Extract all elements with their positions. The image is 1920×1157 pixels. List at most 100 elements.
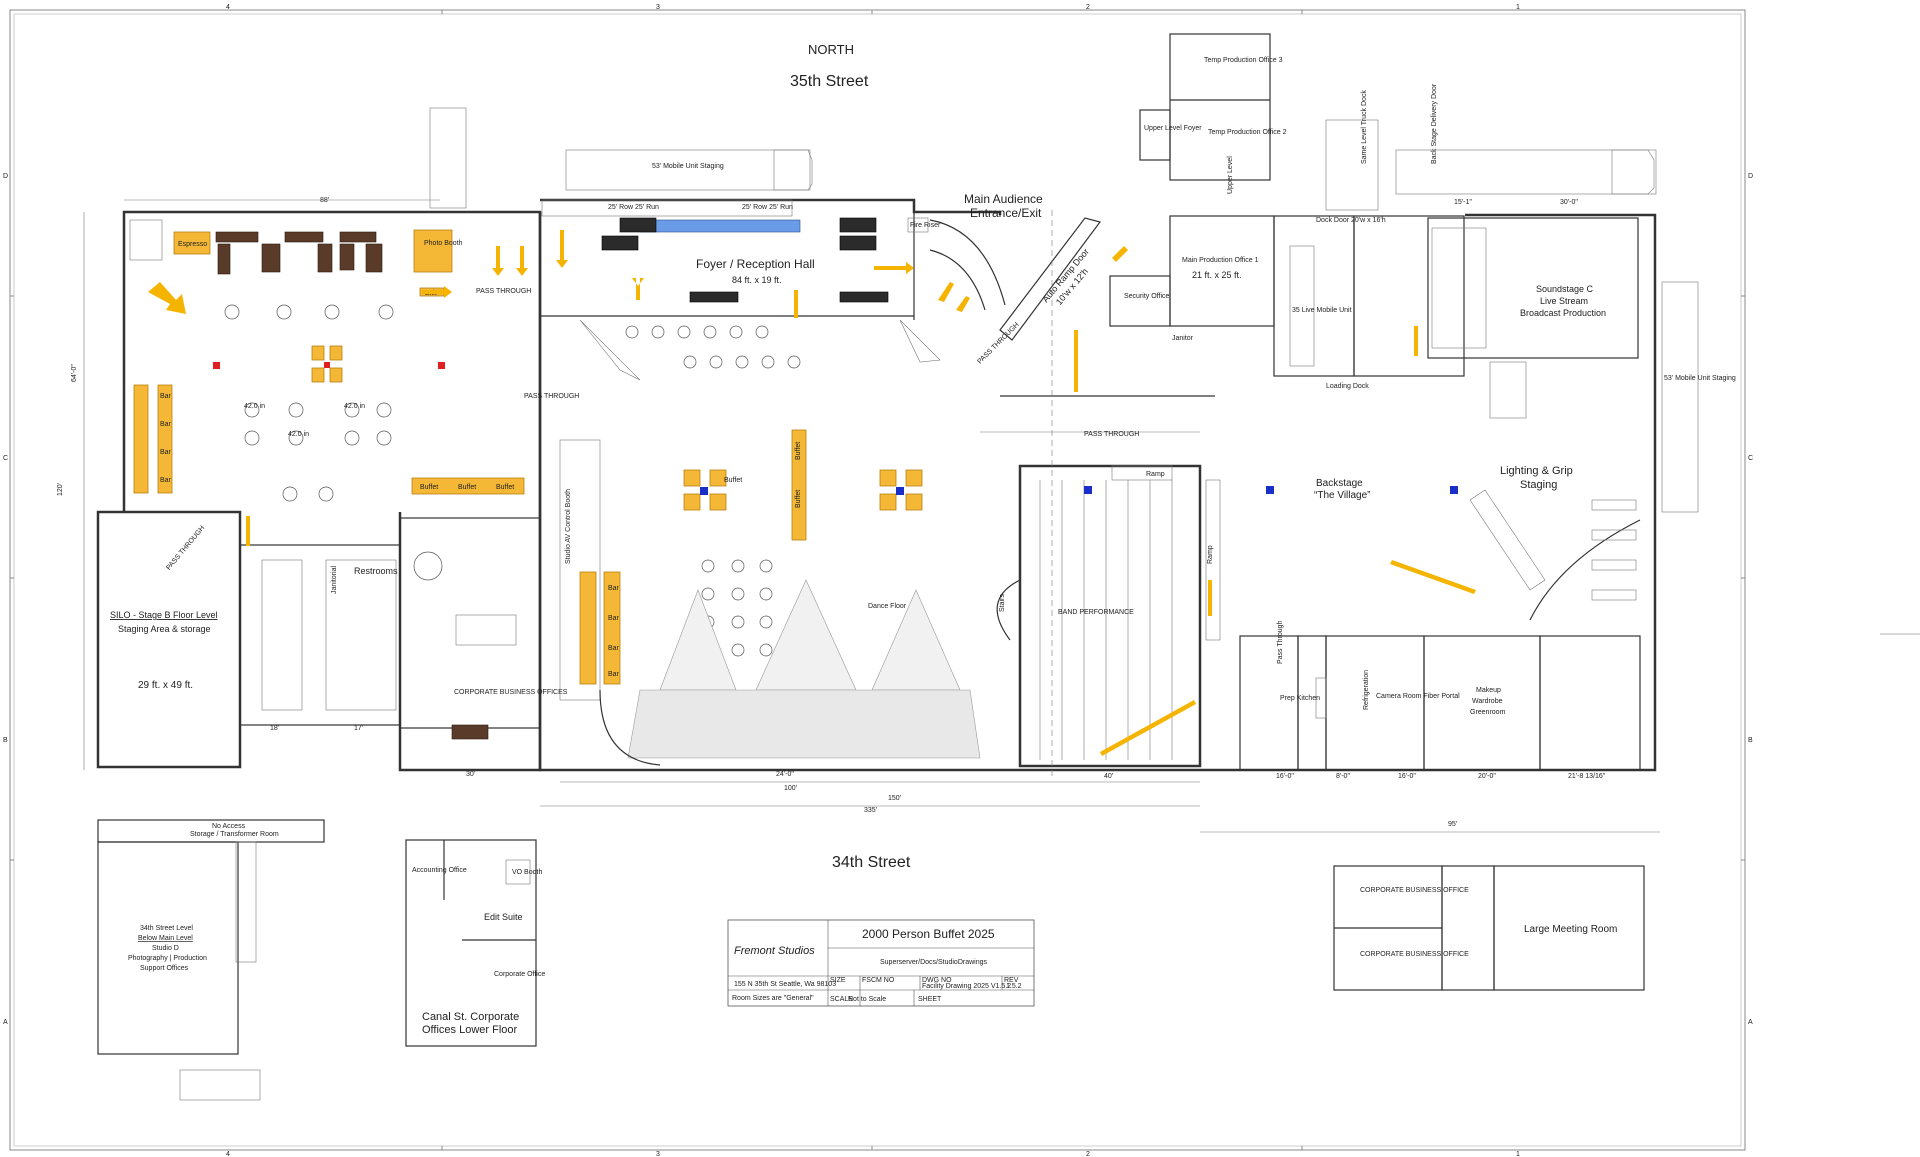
- studio-d-below: Below Main Level: [138, 935, 193, 942]
- greenroom-label: Greenroom: [1470, 709, 1506, 716]
- bar-label: Bar: [160, 393, 172, 400]
- fscm-label: FSCM NO: [862, 977, 895, 984]
- bar-label: Bar: [160, 449, 172, 456]
- mobile-unit-label: 53' Mobile Unit Staging: [1664, 375, 1736, 382]
- loading-dock-label: Loading Dock: [1326, 383, 1369, 390]
- logo-text: Fremont Studios: [734, 945, 815, 957]
- silo-title: SILO - Stage B Floor Level: [110, 610, 218, 620]
- col-label: 2: [1086, 1151, 1090, 1157]
- makeup-label: Makeup: [1476, 687, 1501, 694]
- dance-floor-label: Dance Floor: [868, 603, 907, 610]
- espresso-label: Espresso: [178, 241, 207, 248]
- no-access-label: No Access: [212, 823, 246, 830]
- dim-label: 30': [466, 771, 475, 778]
- red-marker: [213, 362, 220, 369]
- buffet-label: Buffet: [496, 484, 514, 491]
- round-table-label: 42.0 in: [288, 431, 309, 438]
- corp-office-label: CORPORATE BUSINESS OFFICE: [1360, 887, 1469, 894]
- temp-office-3-label: Temp Production Office 3: [1204, 57, 1283, 64]
- row-label: D: [3, 173, 8, 180]
- lower-right-offices: [1333, 865, 1645, 991]
- studio-d-name: Studio D: [152, 945, 179, 952]
- row-label: D: [1748, 173, 1753, 180]
- lounge-sofas: [215, 231, 383, 275]
- silo-size: 29 ft. x 49 ft.: [138, 680, 193, 691]
- studio-d-level: [97, 819, 325, 1101]
- bar-label: Bar: [160, 421, 172, 428]
- corporate-offices-label: CORPORATE BUSINESS OFFICES: [454, 689, 568, 696]
- red-marker: [438, 362, 445, 369]
- col-label: 4: [226, 4, 230, 11]
- ramp-label: Ramp: [1146, 471, 1165, 478]
- dim-label: 21'-8 13/16": [1568, 773, 1606, 780]
- broadcast-label: Broadcast Production: [1520, 308, 1606, 318]
- refrigeration-label: Refrigeration: [1363, 670, 1370, 710]
- row-label: 25' Row 25' Run: [742, 204, 793, 211]
- dim-label: 18': [270, 725, 279, 732]
- north-offices: [1109, 33, 1465, 377]
- title-block: [727, 919, 1035, 1007]
- dim-left: 64'-0": [71, 364, 78, 382]
- grid-labels: 4 3 2 1 4 3 2 1 D C B A D C B A: [3, 4, 1753, 1157]
- rev-label: REV: [1004, 977, 1019, 984]
- dim-width: 88': [320, 197, 329, 204]
- dim-label: 8'-0": [1336, 773, 1350, 780]
- canal-offices: [405, 839, 537, 1047]
- silo-subtitle: Staging Area & storage: [118, 624, 211, 634]
- size-label: SIZE: [830, 977, 846, 984]
- col-label: 2: [1086, 4, 1090, 11]
- dim-label: 40': [1104, 773, 1113, 780]
- edit-suite-label: Edit Suite: [484, 912, 523, 922]
- dim-label: 95': [1448, 821, 1457, 828]
- buffet-cluster: [311, 345, 343, 383]
- accounting-label: Accounting Office: [412, 867, 467, 874]
- photo-booth-label: Photo Booth: [424, 240, 463, 247]
- buffet-label: Buffet: [724, 477, 742, 484]
- foyer-size: 84 ft. x 19 ft.: [732, 275, 782, 285]
- buffet-label: Buffet: [795, 490, 802, 508]
- vo-booth-label: VO Booth: [512, 869, 542, 876]
- corporate-office-label: Corporate Office: [494, 971, 545, 978]
- row-label: A: [3, 1019, 8, 1026]
- mobile-unit-truck: [565, 149, 811, 191]
- bar-label: Bar: [608, 615, 620, 622]
- buffet-label: Buffet: [420, 484, 438, 491]
- camera-room-label: Camera Room Fiber Portal: [1376, 693, 1460, 700]
- dim-label: 16'-0": [1398, 773, 1416, 780]
- round-table-label: 42.0 in: [244, 403, 265, 410]
- east-wing: [1239, 149, 1699, 771]
- bar-label: Bar: [608, 585, 620, 592]
- col-label: 1: [1516, 1151, 1520, 1157]
- silo-room: SILO - Stage B Floor Level Staging Area …: [110, 610, 218, 691]
- dim-label: 150': [888, 795, 901, 802]
- north-label: NORTH: [808, 42, 854, 57]
- production-office-label: Main Production Office 1: [1182, 257, 1259, 264]
- buffet-label: Buffet: [795, 442, 802, 460]
- truck-dock-label: Same Level Truck Dock: [1361, 90, 1368, 164]
- pass-through-label: PASS THROUGH: [476, 288, 531, 295]
- dim-label: 16'-0": [1276, 773, 1294, 780]
- buffet-row: [411, 477, 525, 495]
- row-label: B: [1748, 737, 1753, 744]
- scale-value: Not to Scale: [848, 996, 886, 1003]
- row-label: C: [3, 455, 8, 462]
- col-label: 3: [656, 1151, 660, 1157]
- dwg-number: Facility Drawing 2025 V1.5.2: [922, 983, 1011, 990]
- control-booth-label: Studio AV Control Booth: [565, 489, 572, 564]
- dim-label: 24'-0": [776, 771, 794, 778]
- meeting-room-label: Large Meeting Room: [1524, 924, 1617, 935]
- row-label: 25' Row 25' Run: [608, 204, 659, 211]
- dim-label: 100': [784, 785, 797, 792]
- upper-level-label: Upper Level: [1227, 156, 1234, 194]
- buffet-label: Buffet: [458, 484, 476, 491]
- live-stream-label: Live Stream: [1540, 296, 1588, 306]
- janitorial-label: Janitorial: [331, 566, 338, 594]
- street-35th: 35th Street: [790, 73, 869, 90]
- janitor-label: Janitor: [1172, 335, 1194, 342]
- drawing-path: Superserver/Docs/StudioDrawings: [880, 959, 987, 966]
- staging-label: Staging: [1520, 479, 1557, 491]
- left-hall: Espresso Photo Booth Exit 42.0 in 42.0 i…: [57, 197, 579, 770]
- band-label: BAND PERFORMANCE: [1058, 609, 1134, 616]
- bar-label: Bar: [608, 671, 620, 678]
